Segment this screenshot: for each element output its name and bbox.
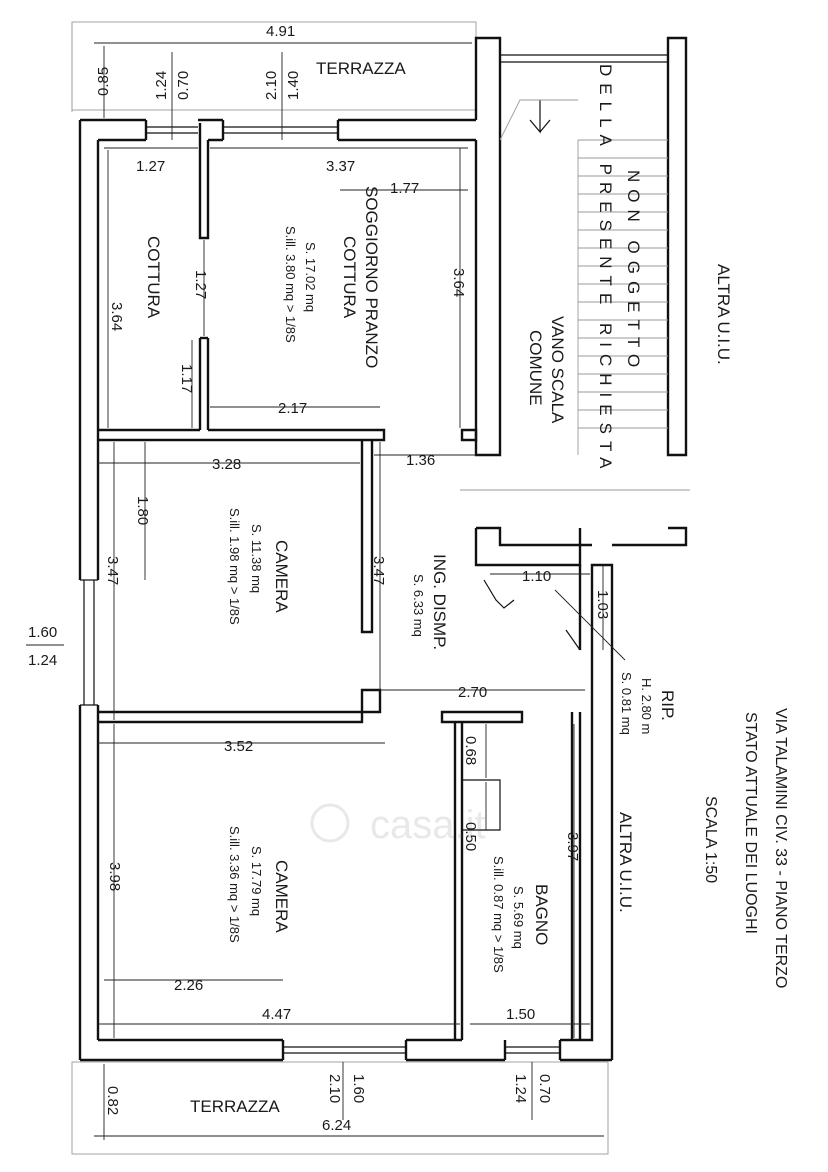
dim-camera2-bottom: 4.47 (262, 1006, 291, 1023)
dim-camera1-win-h: 1.80 (134, 496, 151, 525)
dim-bottom-win1-a: 1.60 (350, 1074, 367, 1103)
dimension-labels: 4.91 0.85 0.70 1.24 1.40 2.10 1.27 3.37 … (26, 23, 611, 1134)
dim-stair-w: 1.36 (406, 452, 435, 469)
terrazza-bottom-label: TERRAZZA (190, 1097, 280, 1116)
camera2-label: CAMERA (272, 860, 291, 933)
rip-height: H. 2.80 m (639, 678, 654, 734)
dim-camera2-h: 3.98 (106, 862, 123, 891)
dim-camera1-h-left: 3.47 (104, 556, 121, 585)
dim-bagno-d1: 0.68 (462, 736, 479, 765)
dim-top-left-h1: 0.85 (95, 67, 112, 96)
dim-rip-w: 1.10 (522, 568, 551, 585)
title-line-1: VIA TALAMINI CIV. 33 - PIANO TERZO (772, 708, 789, 988)
vano-scala-label-2: COMUNE (526, 330, 545, 406)
bagno-area: S. 5.69 mq (511, 886, 526, 949)
watermark: casa.it (310, 803, 486, 847)
cottura-label: COTTURA (144, 236, 163, 319)
dim-bagno-h: 3.97 (564, 832, 581, 861)
terrazza-top-label: TERRAZZA (316, 59, 406, 78)
soggiorno-name-1: SOGGIORNO PRANZO (362, 186, 381, 368)
dim-camera2-w: 3.52 (224, 738, 253, 755)
dim-cottura-open-2: 1.17 (178, 364, 195, 393)
dim-left-win-b: 1.24 (28, 652, 57, 669)
dim-bottom-left-h: 0.82 (104, 1086, 121, 1115)
vano-scala-label-1: VANO SCALA (548, 316, 567, 424)
dim-corridor-w: 2.70 (458, 684, 487, 701)
dim-rip-h: 1.03 (594, 590, 611, 619)
window-left-camera (80, 579, 98, 706)
windows (80, 126, 560, 1054)
soggiorno-area: S. 17.02 mq (303, 242, 318, 312)
dim-bottom-win2-a: 0.70 (536, 1074, 553, 1103)
dim-cottura-w: 1.27 (136, 158, 165, 175)
dim-top-overall: 4.91 (266, 23, 295, 40)
window-bottom-camera (283, 1046, 406, 1054)
rip-label: RIP. (658, 690, 677, 721)
soggiorno-name-2: COTTURA (340, 236, 359, 319)
dim-camera1-h-right: 3.47 (370, 556, 387, 585)
dim-bottom-win1-b: 2.10 (326, 1074, 343, 1103)
non-oggetto-label-1: NON OGGETTO (624, 170, 643, 374)
dim-top-win2-b: 2.10 (263, 71, 280, 100)
dim-bagno-d2: 0.50 (462, 822, 479, 851)
exterior-walls (78, 36, 614, 1062)
title-line-3: SCALA 1:50 (702, 796, 719, 883)
altra-uiu-label-2: ALTRA U.I.U. (616, 812, 635, 913)
rip-area: S. 0.81 mq (619, 672, 634, 735)
bagno-label: BAGNO (532, 884, 551, 945)
dim-top-win1-b: 1.24 (153, 71, 170, 100)
non-oggetto-label-2: DELLA PRESENTE RICHIESTA (596, 64, 615, 475)
ingresso-label: ING. DISMP. (430, 554, 449, 650)
dimension-lines (94, 42, 626, 1140)
dim-top-win2-a: 1.40 (285, 71, 302, 100)
camera2-area: S. 17.79 mq (249, 846, 264, 916)
dim-bottom-win2-b: 1.24 (512, 1074, 529, 1103)
dim-cottura-open-1: 1.27 (192, 270, 209, 299)
dim-left-win-a: 1.60 (28, 624, 57, 641)
title-block: VIA TALAMINI CIV. 33 - PIANO TERZO STATO… (702, 708, 789, 988)
camera1-ill: S.ill. 1.98 mq > 1/8S (227, 508, 242, 625)
stair-treads (578, 139, 668, 429)
dim-top-win1-a: 0.70 (175, 71, 192, 100)
dim-soggiorno-part: 1.77 (390, 180, 419, 197)
window-bottom-bagno (505, 1046, 560, 1054)
dim-camera1-w: 3.28 (212, 456, 241, 473)
dim-soggiorno-bottom: 2.17 (278, 400, 307, 417)
title-line-2: STATO ATTUALE DEI LUOGHI (742, 712, 759, 934)
camera1-label: CAMERA (272, 540, 291, 613)
dim-soggiorno-w: 3.37 (326, 158, 355, 175)
stairwell (460, 36, 690, 491)
camera1-area: S. 11.38 mq (249, 524, 264, 593)
interior-walls (98, 123, 688, 1040)
soggiorno-ill: S.ill. 3.80 mq > 1/8S (283, 226, 298, 343)
dim-camera2-part: 2.26 (174, 977, 203, 994)
dim-bottom-overall: 6.24 (322, 1117, 351, 1134)
dim-bagno-w: 1.50 (506, 1006, 535, 1023)
dim-cottura-h: 3.64 (108, 302, 125, 331)
altra-uiu-label-1: ALTRA U.I.U. (714, 264, 733, 365)
terrace-bottom (71, 1061, 609, 1155)
watermark-text: casa.it (370, 803, 486, 847)
room-labels: TERRAZZA TERRAZZA COTTURA SOGGIORNO PRAN… (144, 59, 733, 1116)
dim-soggiorno-h: 3.64 (450, 268, 467, 297)
window-top-soggiorno (223, 126, 338, 134)
ingresso-area: S. 6.33 mq (411, 574, 426, 637)
camera2-ill: S.ill. 3.36 mq > 1/8S (227, 826, 242, 943)
bagno-ill: S.ill. 0.87 mq > 1/8S (491, 856, 506, 973)
